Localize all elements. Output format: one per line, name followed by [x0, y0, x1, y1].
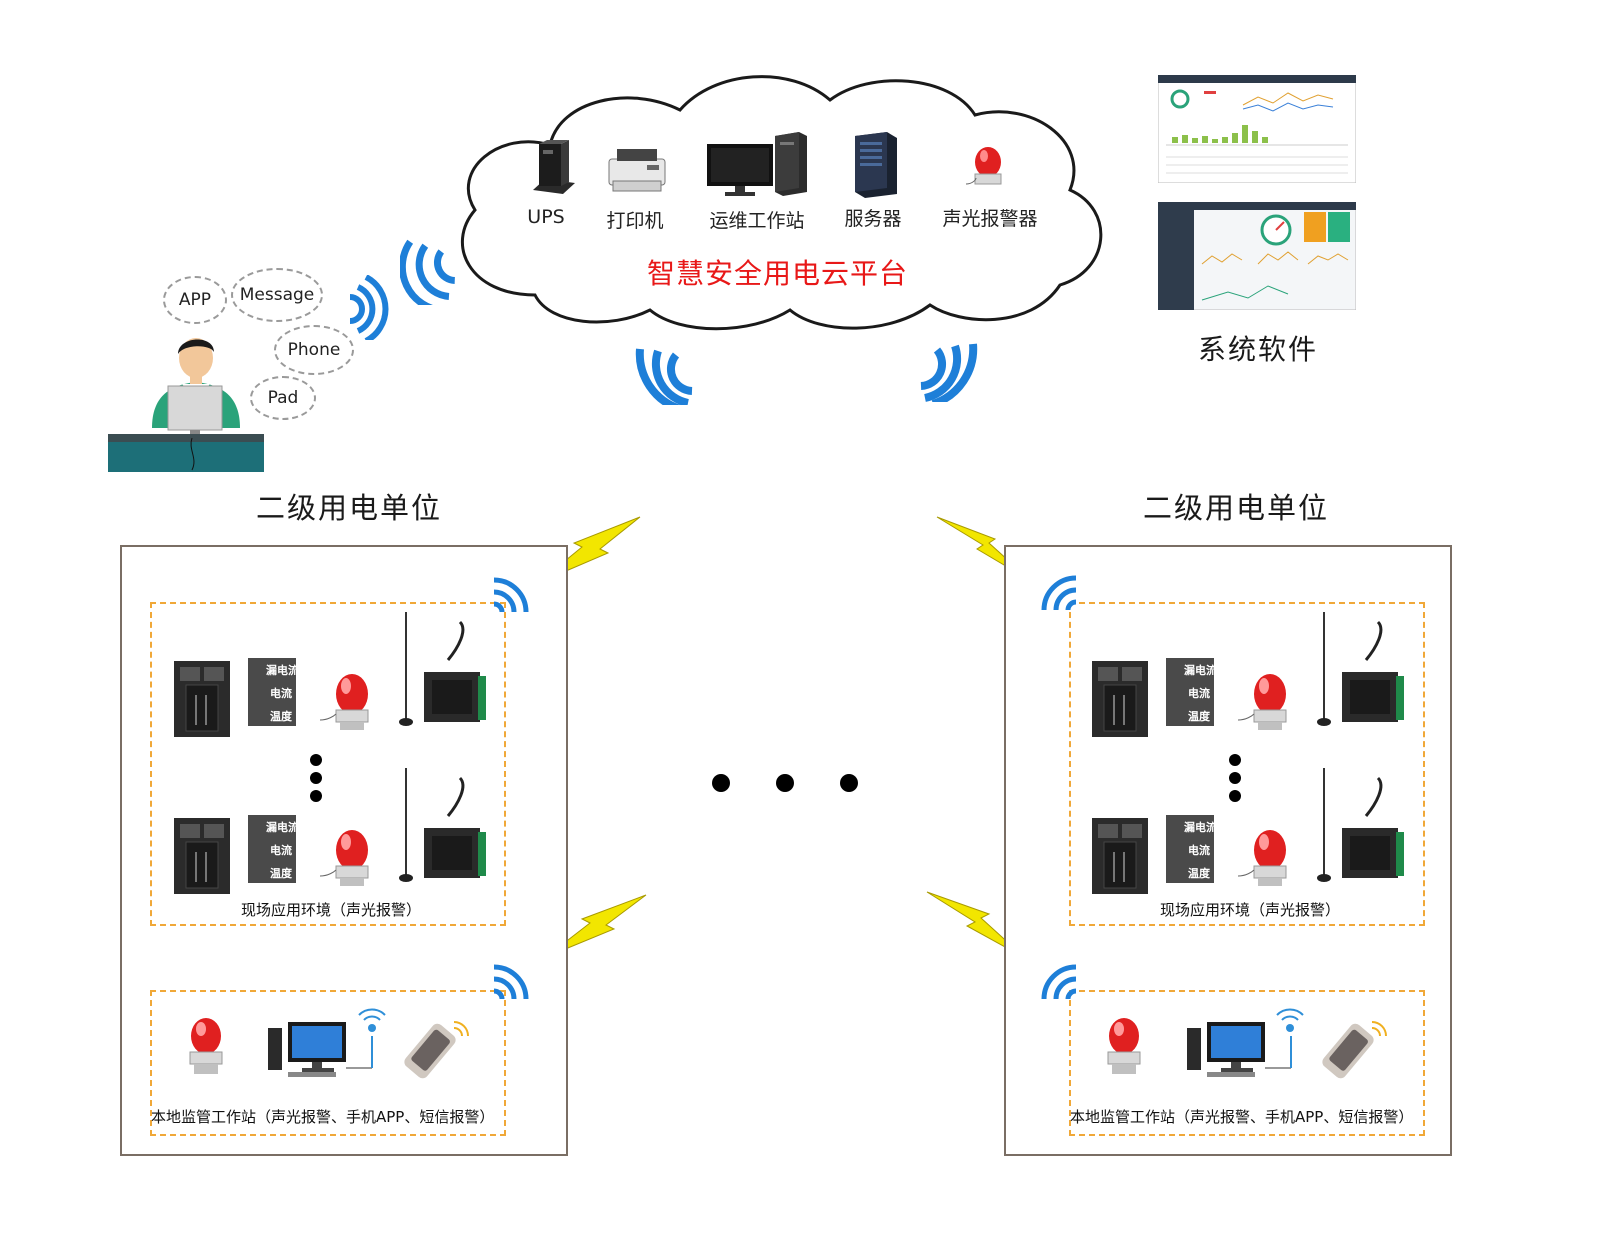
local-station-label-left: 本地监管工作站（声光报警、手机APP、短信报警） — [151, 1108, 495, 1126]
system-software-label: 系统软件 — [1198, 333, 1319, 366]
panel-label-temperature: 温度 — [270, 710, 292, 723]
local-pc-icon — [268, 1022, 373, 1077]
panel-label-temperature: 温度 — [1188, 867, 1210, 880]
panel-label-current: 电流 — [1188, 844, 1210, 857]
bubble-phone: Phone — [274, 325, 354, 375]
local-station-box-right — [1069, 990, 1425, 1136]
alarm-light-icon — [1107, 1018, 1141, 1074]
device-label-alarm: 声光报警器 — [942, 208, 1038, 230]
mobile-phone-icon — [404, 1021, 469, 1079]
panel-label-leakage: 漏电流 — [266, 664, 299, 677]
alarm-light-icon — [965, 147, 1002, 185]
monitoring-device-icon — [1317, 612, 1404, 726]
antenna-signal-icon — [358, 1008, 386, 1032]
alarm-light-icon — [1237, 674, 1287, 730]
software-dashboard-screenshot — [1158, 75, 1356, 183]
antenna-signal-icon — [1276, 1008, 1304, 1032]
panel-label-leakage: 漏电流 — [266, 821, 299, 834]
site-environment-label-left: 现场应用环境（声光报警） — [241, 901, 422, 919]
local-station-label-right: 本地监管工作站（声光报警、手机APP、短信报警） — [1070, 1108, 1414, 1126]
wifi-signal-icon — [493, 577, 529, 613]
wifi-signal-icon — [1041, 964, 1077, 1000]
monitoring-device-icon — [399, 768, 486, 882]
device-label-workstation: 运维工作站 — [709, 210, 805, 232]
cloud-shape — [460, 75, 1103, 331]
local-station-box-left — [150, 990, 506, 1136]
site-environment-box-right — [1069, 602, 1425, 926]
wifi-signal-icon — [635, 348, 693, 405]
alarm-light-icon — [1237, 830, 1287, 886]
panel-label-temperature: 温度 — [270, 867, 292, 880]
site-environment-label-right: 现场应用环境（声光报警） — [1160, 901, 1341, 919]
printer-icon — [608, 149, 666, 192]
vertical-ellipsis — [310, 754, 322, 802]
bubble-message: Message — [231, 268, 323, 322]
device-label-printer: 打印机 — [606, 210, 664, 232]
ups-icon — [533, 140, 575, 194]
workstation-icon — [707, 132, 807, 196]
bubble-app: APP — [163, 276, 227, 324]
distribution-cabinet-icon — [174, 661, 230, 737]
device-label-ups: UPS — [527, 206, 565, 228]
cloud-platform-title: 智慧安全用电云平台 — [647, 257, 909, 290]
sensor-panel: 漏电流 电流 温度 — [248, 815, 299, 883]
unit-title-right: 二级用电单位 — [1143, 491, 1330, 525]
monitoring-device-icon — [399, 612, 486, 726]
software-monitor-screenshot — [1158, 202, 1356, 310]
wifi-signal-icon — [1041, 575, 1077, 611]
server-icon — [855, 132, 897, 198]
alarm-light-icon — [319, 674, 369, 730]
panel-label-current: 电流 — [270, 844, 292, 857]
site-environment-box-left — [150, 602, 506, 926]
panel-label-current: 电流 — [270, 687, 292, 700]
wifi-signal-icon — [349, 275, 389, 340]
wifi-signal-icon — [493, 964, 529, 1000]
alarm-light-icon — [319, 830, 369, 886]
bubble-pad: Pad — [250, 376, 316, 420]
sensor-panel: 漏电流 电流 温度 — [1166, 815, 1217, 883]
panel-label-leakage: 漏电流 — [1184, 821, 1217, 834]
local-pc-icon — [1187, 1022, 1292, 1077]
operator-icon — [108, 338, 264, 472]
distribution-cabinet-icon — [1092, 818, 1148, 894]
distribution-cabinet-icon — [174, 818, 230, 894]
panel-label-leakage: 漏电流 — [1184, 664, 1217, 677]
vertical-ellipsis — [1229, 754, 1241, 802]
sensor-panel: 漏电流 电流 温度 — [1166, 658, 1217, 726]
distribution-cabinet-icon — [1092, 661, 1148, 737]
mobile-phone-icon — [1322, 1021, 1387, 1079]
wifi-signal-icon — [920, 343, 978, 402]
ellipsis-dots — [712, 774, 858, 792]
monitoring-device-icon — [1317, 768, 1404, 882]
wifi-signal-icon — [400, 239, 456, 305]
device-label-server: 服务器 — [844, 208, 902, 230]
panel-label-current: 电流 — [1188, 687, 1210, 700]
panel-label-temperature: 温度 — [1188, 710, 1210, 723]
unit-title-left: 二级用电单位 — [256, 491, 443, 525]
alarm-light-icon — [189, 1018, 223, 1074]
sensor-panel: 漏电流 电流 温度 — [248, 658, 299, 726]
